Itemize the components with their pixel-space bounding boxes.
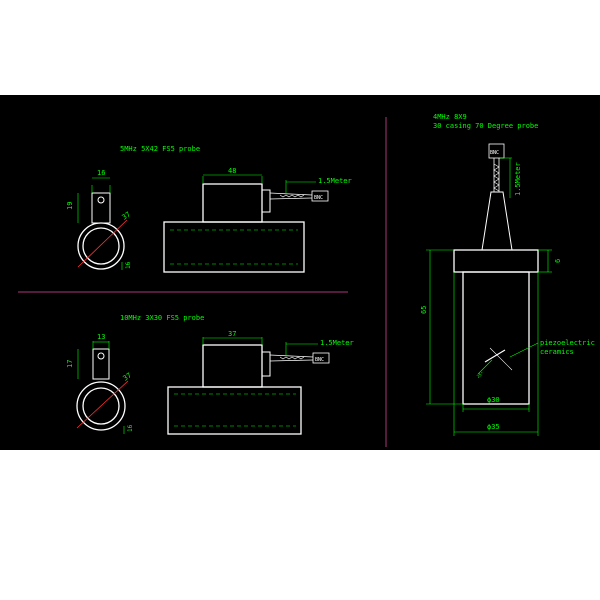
probe2-ring-view: 13 17 37 16 xyxy=(66,333,134,434)
probe2-title: 10MHz 3X30 FS5 probe xyxy=(120,314,204,322)
probe1-width-dim: 16 xyxy=(97,169,105,177)
probe3-part-line2: ceramics xyxy=(540,348,574,356)
probe2-drawing: 10MHz 3X30 FS5 probe 13 17 37 16 xyxy=(66,314,354,435)
probe1-height-dim: 19 xyxy=(66,202,74,210)
probe1-connector: BNC xyxy=(314,195,323,201)
probe1-ring-view: 16 19 37 16 xyxy=(66,169,132,270)
probe1-title: 5MHz 5X42 FS5 probe xyxy=(120,145,200,153)
probe1-body-dim: 48 xyxy=(228,167,236,175)
probe2-width-dim: 13 xyxy=(97,333,105,341)
probe2-body-view: BNC 37 1.5Meter xyxy=(167,330,354,435)
probe2-cable-dim: 1.5Meter xyxy=(320,339,354,347)
probe2-height-dim: 17 xyxy=(66,360,74,368)
probe2-small-dim: 16 xyxy=(127,424,134,432)
probe2-body-dim: 37 xyxy=(228,330,236,338)
probe3-cap-dim: 6 xyxy=(554,259,562,263)
probe3-inner-dim: ϕ30 xyxy=(487,396,500,404)
probe1-diameter-dim: 37 xyxy=(121,210,133,221)
probe3-title-line1: 4MHz 8X9 xyxy=(433,113,467,121)
probe3-outer-dim: ϕ35 xyxy=(487,423,500,431)
probe2-connector: BNC xyxy=(315,357,324,363)
probe3-title-line2: 30 casing 70 Degree probe xyxy=(433,122,538,130)
probe1-body-view: BNC 48 1.5Meter xyxy=(163,167,352,273)
probe2-diameter-dim: 37 xyxy=(122,371,134,382)
probe3-height-dim: 65 xyxy=(420,306,428,314)
probe3-drawing: 4MHz 8X9 30 casing 70 Degree probe BNC 1… xyxy=(420,113,595,436)
probe1-small-dim: 16 xyxy=(125,261,132,269)
probe3-part-line1: piezoelectric xyxy=(540,339,595,347)
probe1-drawing: 5MHz 5X42 FS5 probe 16 19 37 16 xyxy=(66,145,352,273)
probe1-cable-dim: 1.5Meter xyxy=(318,177,352,185)
probe3-angle-label: 25° xyxy=(476,371,485,379)
probe3-cable-dim: 1.5Meter xyxy=(514,162,522,196)
probe3-connector: BNC xyxy=(490,150,499,156)
